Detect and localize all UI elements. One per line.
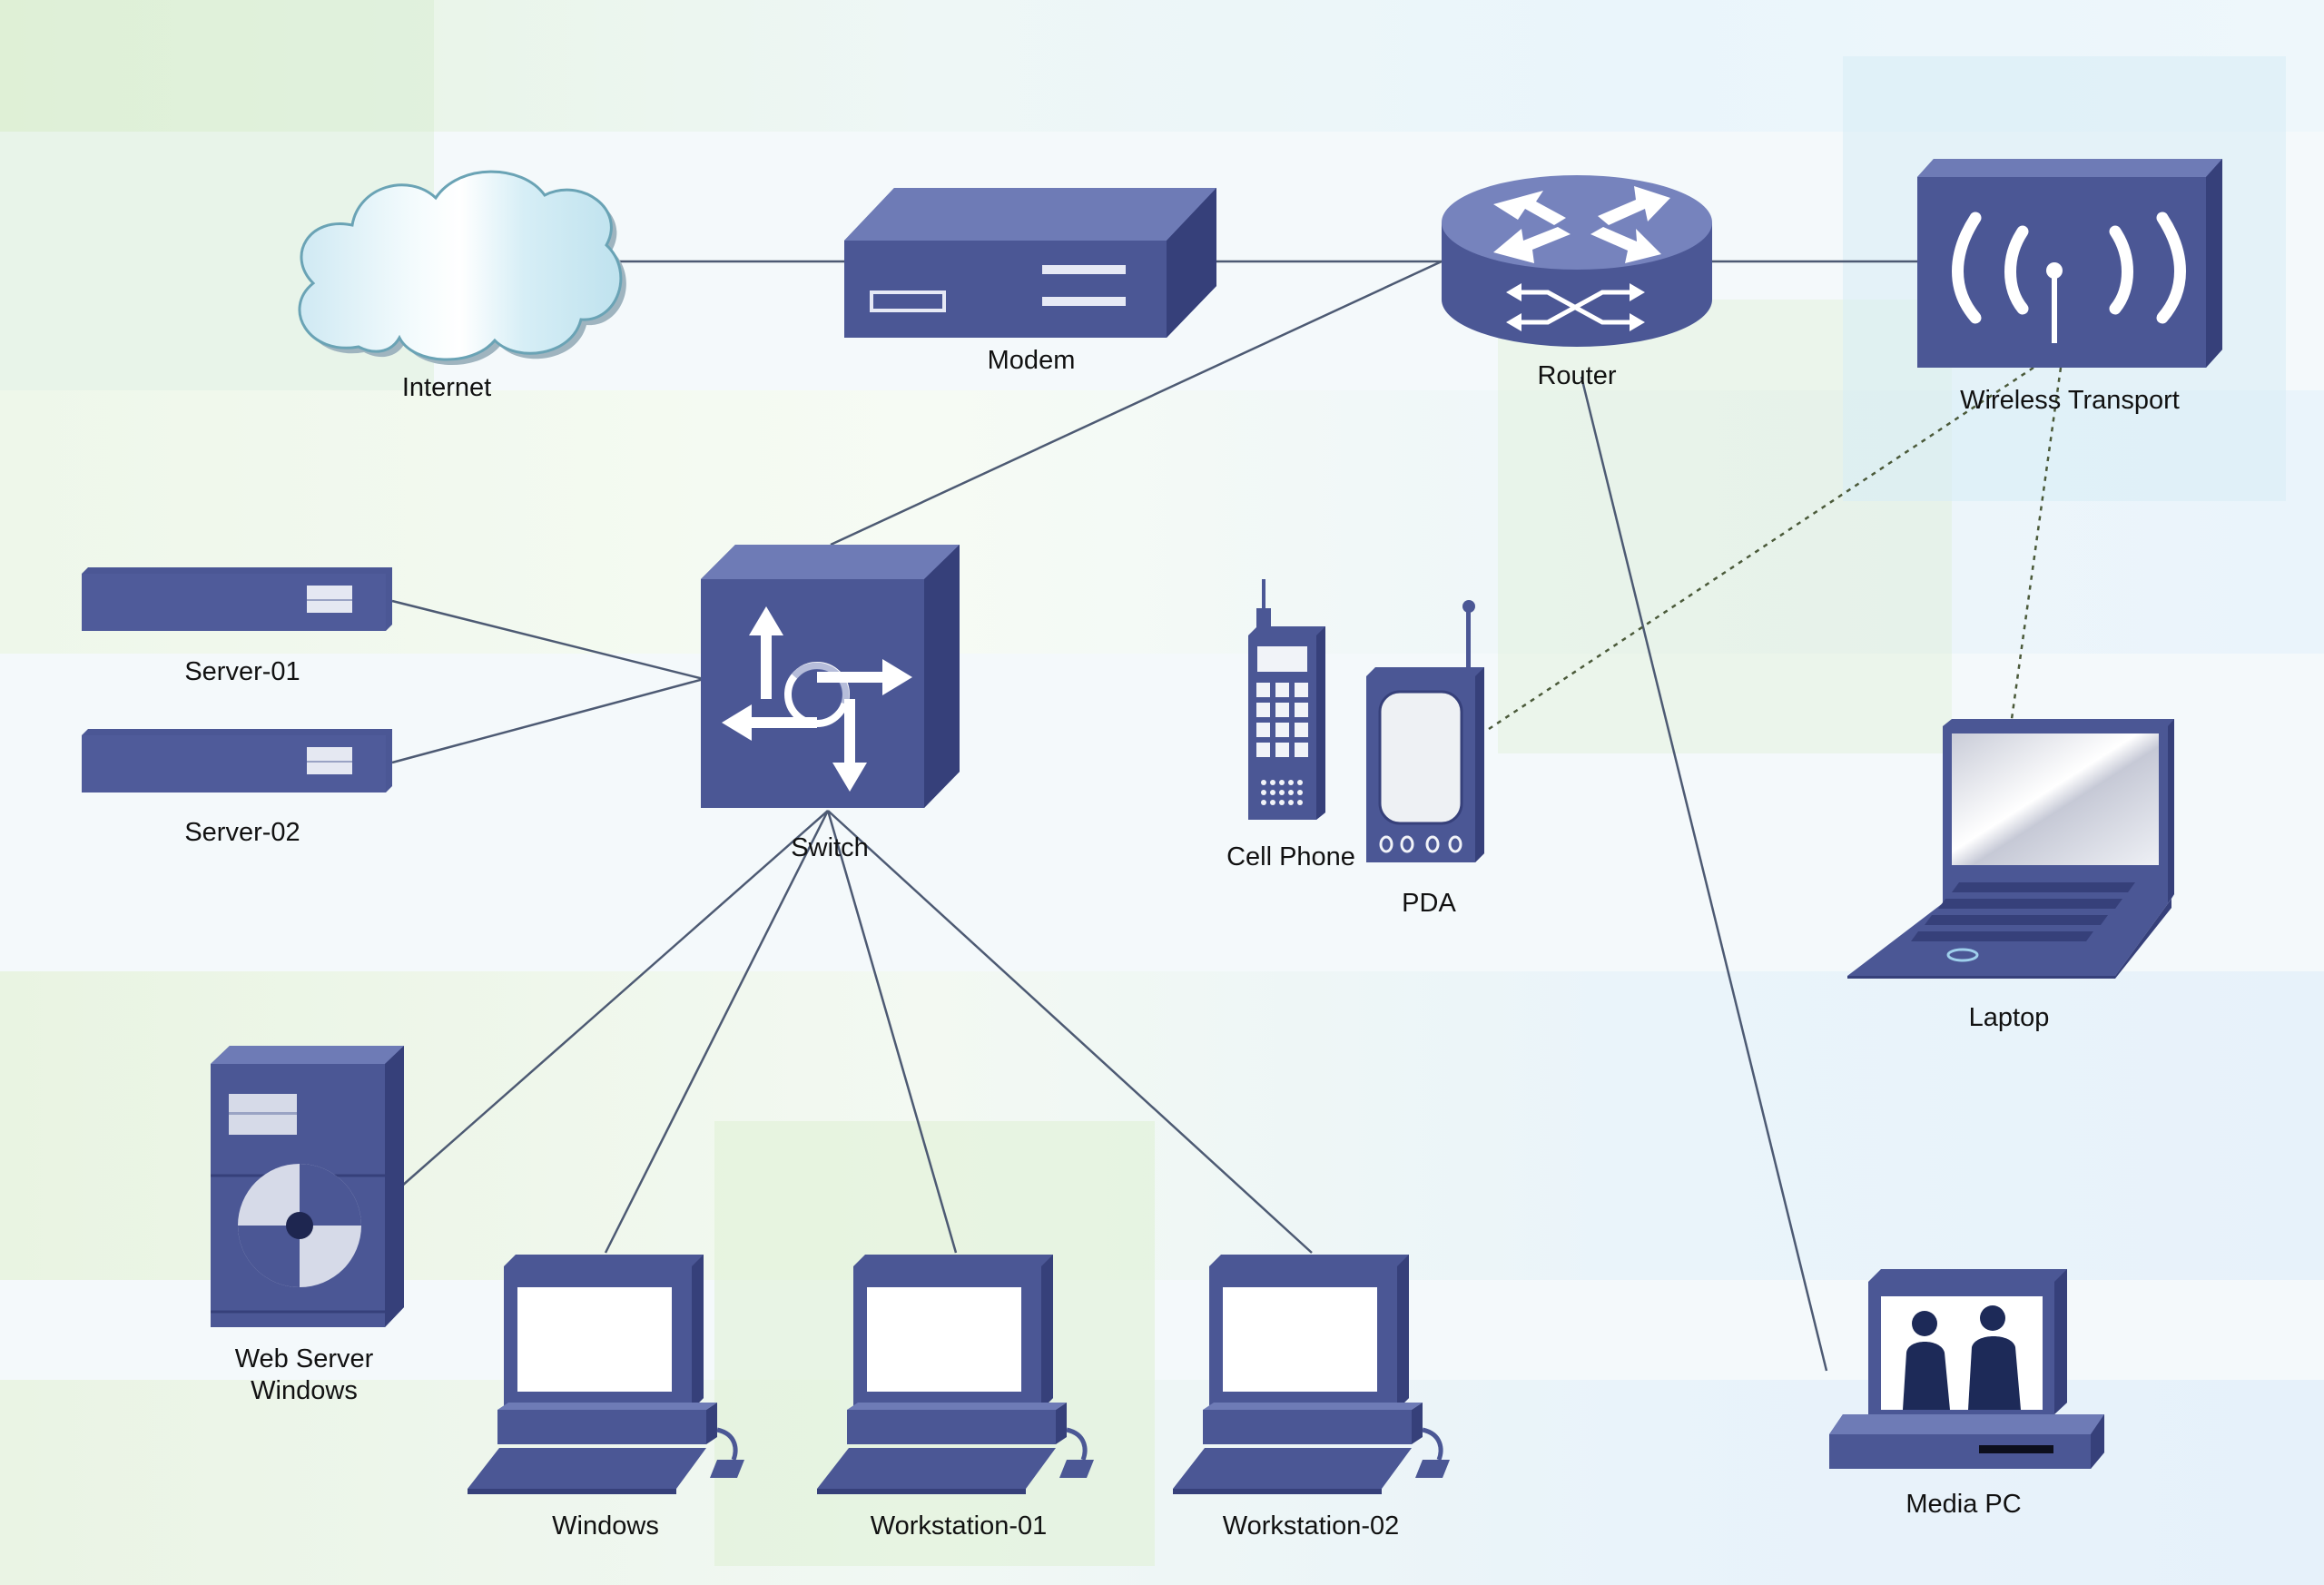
switch-icon[interactable] [701,545,960,808]
wireless-transport-label: Wireless Transport [1960,386,2180,415]
server-01-label: Server-01 [184,657,300,686]
windows-computer-icon[interactable] [468,1255,744,1494]
modem-label: Modem [987,346,1076,375]
cell-phone-icon[interactable] [1248,579,1325,820]
workstation-02-icon[interactable] [1173,1255,1450,1494]
wireless-transport-icon[interactable] [1917,159,2222,368]
link-switch-workstation01[interactable] [826,810,958,1254]
link-server01-switch[interactable] [391,599,704,681]
pda-icon[interactable] [1366,600,1484,862]
router-label: Router [1537,361,1617,390]
media-pc-icon[interactable] [1829,1269,2104,1469]
laptop-label: Laptop [1968,1003,2050,1032]
internet-label: Internet [401,373,492,402]
web-server-icon[interactable] [211,1046,404,1327]
connections [391,260,1917,1372]
wireless-links [1488,366,2063,731]
workstation-02-label: Workstation-02 [1222,1511,1400,1541]
cell-phone-label: Cell Phone [1226,842,1355,871]
web-server-label-line2: Windows [251,1376,358,1405]
link-router-mediapc[interactable] [1580,376,1828,1372]
pda-label: PDA [1402,889,1456,918]
internet-cloud-icon[interactable] [298,170,626,366]
workstation-01-icon[interactable] [817,1255,1094,1494]
link-router-switch[interactable] [830,260,1443,546]
wireless-link-pda[interactable] [1488,366,2034,731]
switch-label: Switch [791,833,869,862]
windows-label: Windows [552,1511,659,1541]
link-switch-windows[interactable] [604,810,830,1254]
server-02-icon[interactable] [82,729,392,792]
server-01-icon[interactable] [82,567,392,631]
router-icon[interactable] [1442,175,1712,347]
modem-icon[interactable] [844,188,1216,338]
link-server02-switch[interactable] [391,677,704,764]
server-02-label: Server-02 [184,818,300,847]
web-server-label-line1: Web Server [234,1344,374,1373]
wireless-link-laptop[interactable] [2010,367,2063,720]
workstation-01-label: Workstation-01 [870,1511,1048,1541]
link-switch-webserver[interactable] [400,810,829,1187]
media-pc-label: Media PC [1905,1490,2022,1519]
link-switch-workstation02[interactable] [827,810,1313,1254]
laptop-icon[interactable] [1847,719,2174,979]
